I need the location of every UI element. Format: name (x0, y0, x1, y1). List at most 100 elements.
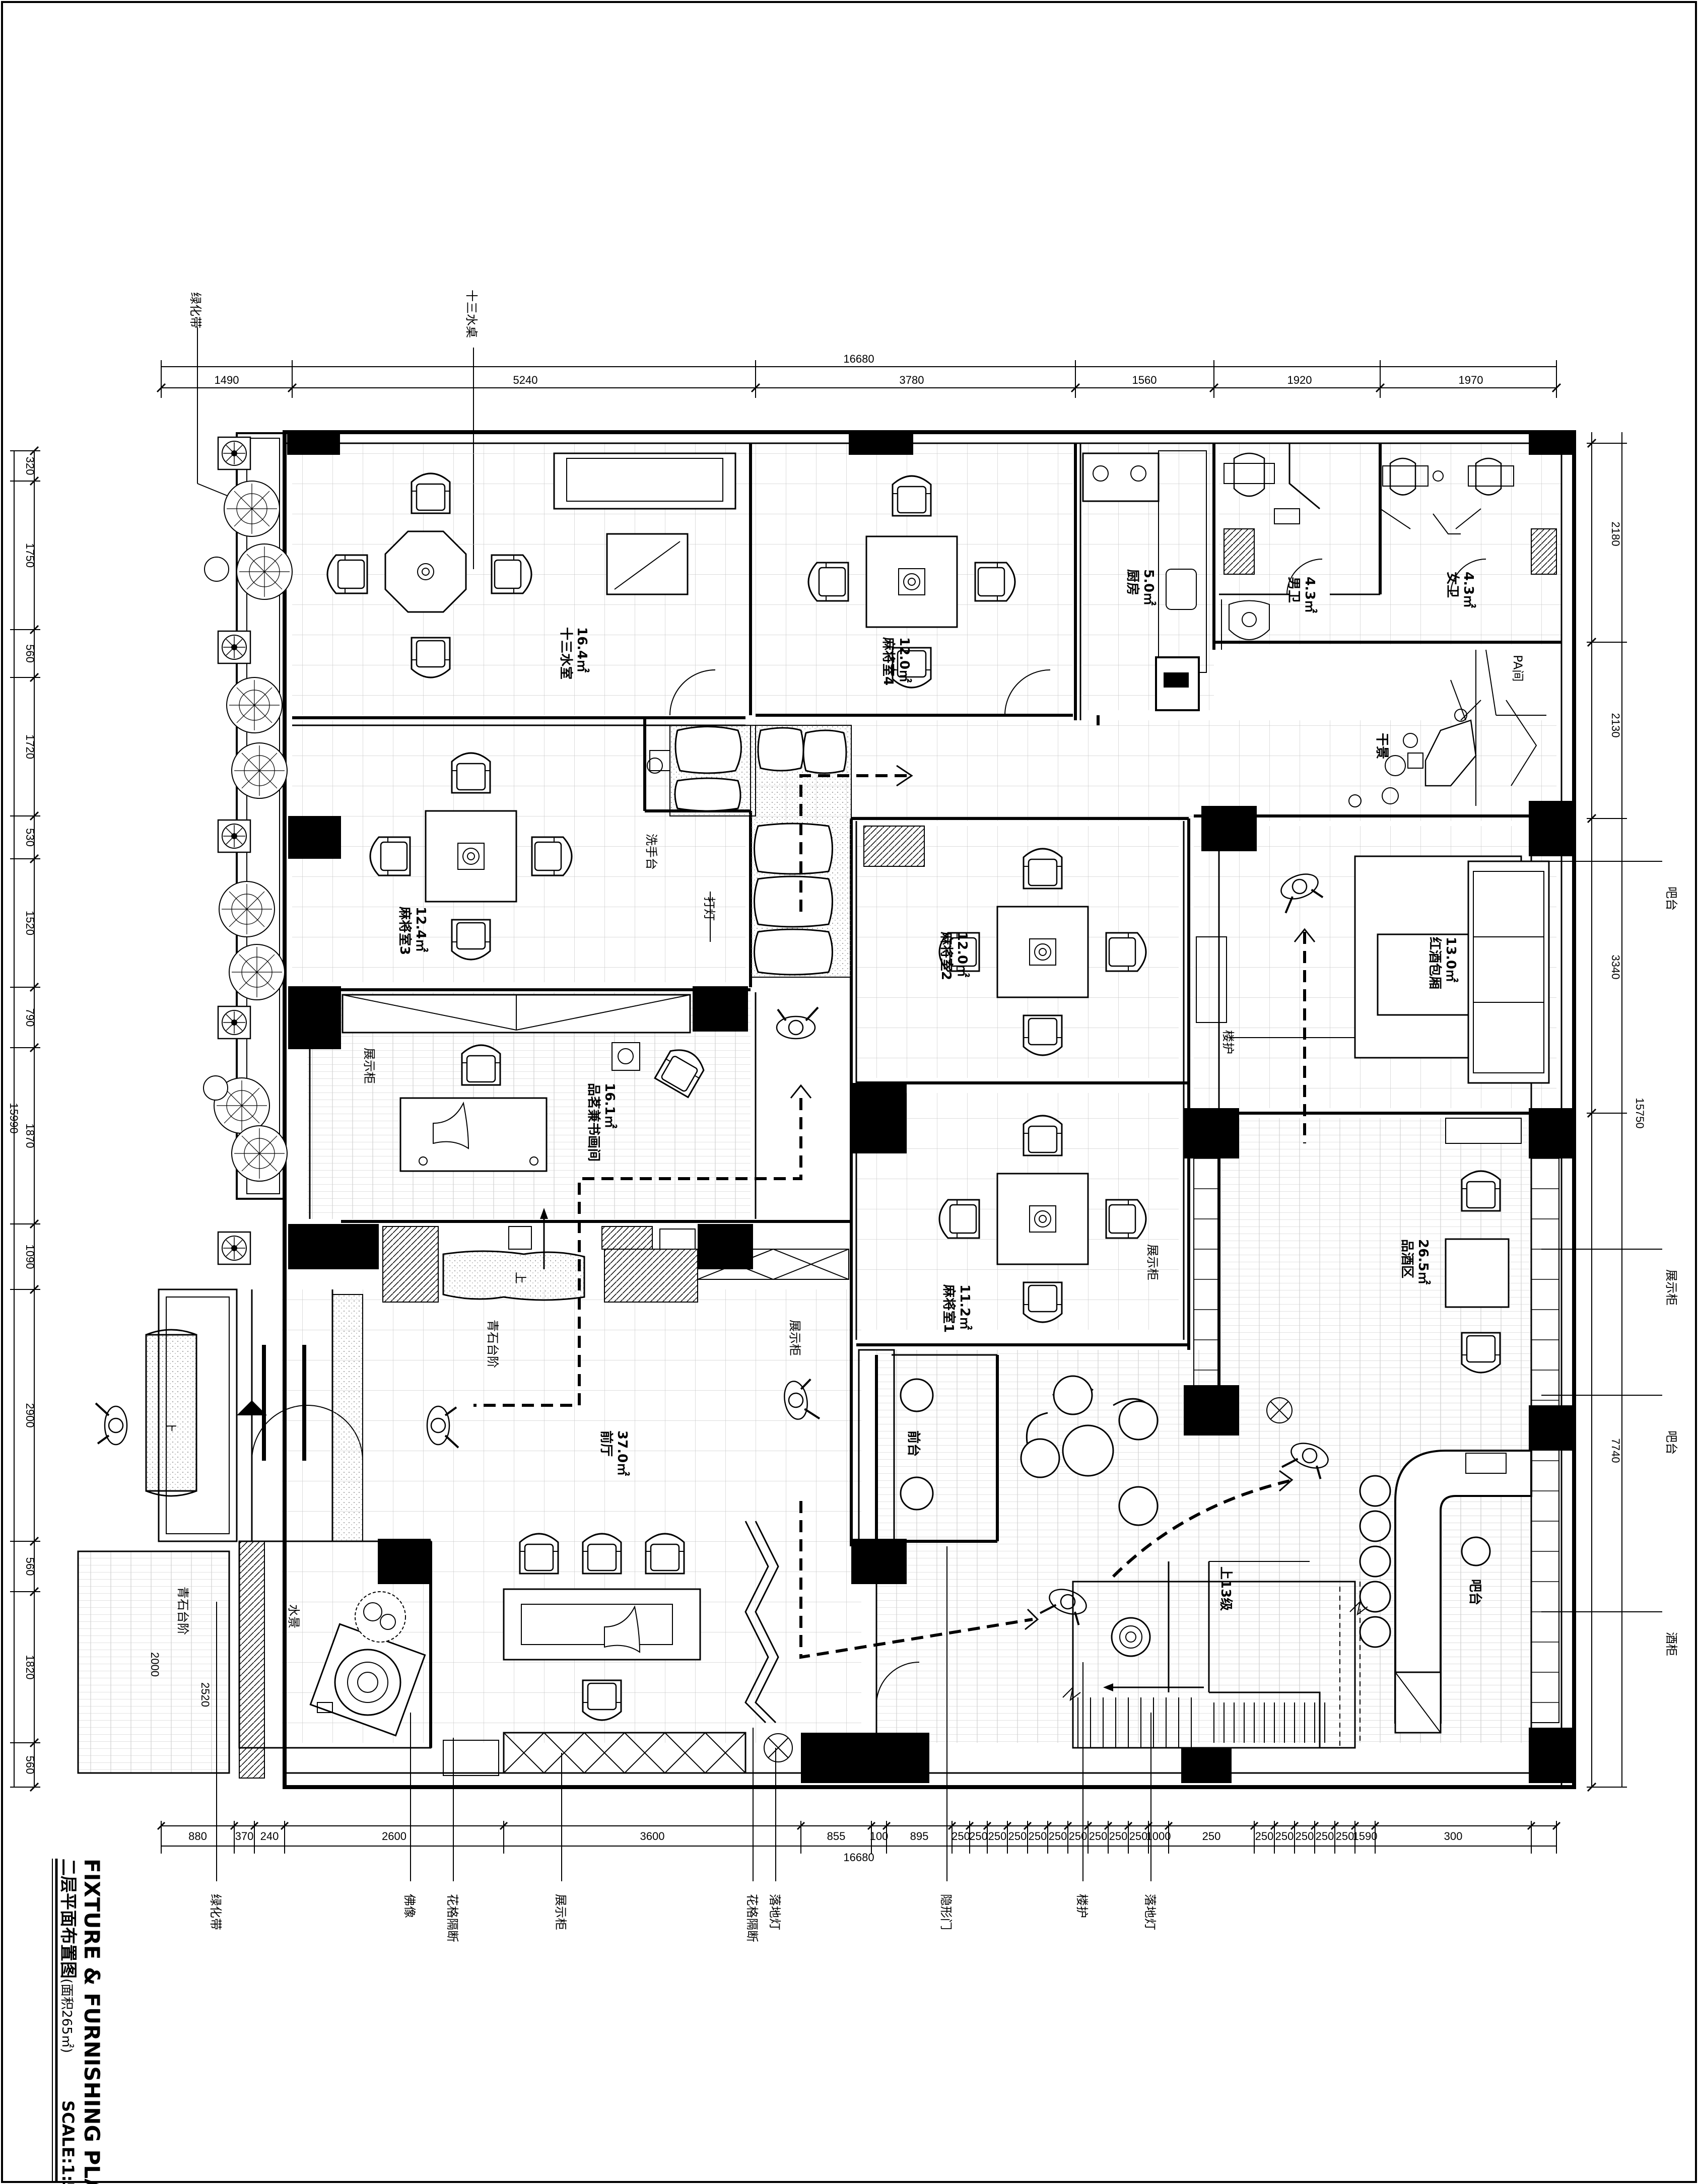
dim-left-3: 560 (24, 644, 36, 663)
dim-left-12: 1820 (24, 1655, 36, 1680)
dim-bottom-26: 1590 (1353, 1830, 1378, 1842)
dim-left-6: 1520 (24, 911, 36, 935)
leader-bottom-6: 花格隔断 (745, 1894, 759, 1942)
room-kitchen (1082, 450, 1207, 711)
label-stairs: 上13级 (1218, 1566, 1234, 1611)
dim-bottom-25: 250 (1336, 1830, 1354, 1842)
dim-left-8: 1870 (24, 1124, 36, 1148)
dim-bottom-5: 3600 (640, 1830, 665, 1842)
dim-top-6: 1970 (1459, 374, 1483, 386)
dim-left-11: 560 (24, 1557, 36, 1576)
dim-top-3: 3780 (900, 374, 924, 386)
room-label-mj3: 麻将室312.4㎡ (397, 906, 429, 955)
dim-bottom-1: 880 (188, 1830, 207, 1842)
dim-left-1: 320 (24, 457, 36, 475)
bottom-leaders: 绿化带佛像花格隔断展示柜落地灯花格隔断隐形门楼护落地灯 (209, 1546, 1157, 1942)
dim-inner-2: 2000 (149, 1652, 161, 1677)
dim-bottom-27: 300 (1444, 1830, 1463, 1842)
left-dimensions: 3201750560172053015207901870109029005601… (8, 446, 40, 1792)
label-step: 上 (513, 1272, 527, 1284)
leader-bar-2: 吧台 (1664, 1430, 1678, 1455)
leader-greenbelt-top: 绿化带 (188, 292, 202, 328)
display-cabinets-top (382, 1208, 849, 1303)
dim-bottom-11: 250 (988, 1830, 1007, 1842)
label-green-step: 青石台阶 (176, 1587, 190, 1635)
stairs (1062, 1561, 1368, 1749)
room-label-tea: 品茗兼书画间16.1㎡ (586, 1083, 618, 1162)
dim-bottom-6: 855 (827, 1830, 846, 1842)
leader-bottom-1: 绿化带 (209, 1894, 223, 1930)
room-tea-calligraphy (342, 994, 709, 1172)
dim-bottom-16: 250 (1089, 1830, 1108, 1842)
leader-bottom-3: 花格隔断 (445, 1894, 459, 1942)
dim-left-2: 1750 (24, 543, 36, 568)
leader-display-r: 展示柜 (1664, 1269, 1678, 1306)
dim-bottom-19: 1000 (1146, 1830, 1171, 1842)
label-step-2: 上 (163, 1420, 177, 1432)
dim-left-9: 1090 (24, 1245, 36, 1269)
title-scale: SCALE:1:50 (58, 2100, 78, 2184)
dim-left-13: 560 (24, 1756, 36, 1774)
front-entry (95, 1006, 821, 1542)
label-wash: 洗手台 (644, 834, 658, 870)
title-en: FIXTURE & FURNISHING PLAN (80, 1859, 104, 2184)
dim-bottom-24: 250 (1316, 1830, 1334, 1842)
dim-top-4: 1560 (1132, 374, 1157, 386)
leader-bottom-4: 展示柜 (554, 1894, 568, 1930)
label-green-desk: 青石台阶 (486, 1320, 500, 1368)
label-pa: PA间 (1511, 655, 1525, 681)
room-bar (1020, 1375, 1532, 1748)
room-label-hall: 前厅37.0㎡ (598, 1430, 630, 1476)
dim-top-2: 5240 (513, 374, 538, 386)
dim-left-7: 790 (24, 1008, 36, 1027)
room-tasting (1193, 1118, 1559, 1723)
title-cn: 二层平面布置图(面积265㎡) (58, 1859, 78, 2053)
leader-wine-cab: 酒柜 (1664, 1632, 1678, 1656)
dim-bottom-total: 16680 (843, 1851, 874, 1864)
dim-bottom-12: 250 (1008, 1830, 1027, 1842)
dim-bottom-22: 250 (1275, 1830, 1294, 1842)
room-mahjong-2 (863, 826, 1147, 1056)
dim-bottom-20: 250 (1202, 1830, 1221, 1842)
room-13-water (326, 452, 736, 678)
dim-bottom-15: 250 (1069, 1830, 1088, 1842)
label-display-3: 展示柜 (1145, 1244, 1160, 1280)
dim-left-4: 1720 (24, 734, 36, 759)
dim-right-2: 2130 (1609, 713, 1622, 738)
dim-bottom-7: 100 (870, 1830, 889, 1842)
dim-bottom-17: 250 (1109, 1830, 1128, 1842)
dim-top-5: 1920 (1287, 374, 1312, 386)
leader-bottom-9: 落地灯 (1143, 1894, 1157, 1930)
right-leaders: 吧台 展示柜 吧台 酒柜 (1541, 861, 1678, 1656)
room-restrooms (1219, 443, 1557, 650)
right-dimensions: 2180 2130 3340 7740 15750 (1587, 432, 1646, 1792)
dim-left-10: 2900 (24, 1403, 36, 1428)
misc-labels: 洗手台 打灯 干景 PA间 展示柜 展示柜 展示柜 青石台阶 上 上 青石台阶 … (149, 655, 1525, 1707)
display-cabinet-bottom (503, 1732, 793, 1774)
dim-inner-1: 2520 (199, 1682, 212, 1707)
lounge-set (503, 1521, 779, 1724)
room-label-kitchen: 厨房5.0㎡ (1125, 569, 1157, 605)
room-label-13: 十三水室16.4㎡ (558, 627, 590, 679)
label-bar-inner: 吧台 (1467, 1579, 1483, 1605)
dim-bottom-9: 250 (952, 1830, 970, 1842)
room-label-men: 男卫4.3㎡ (1286, 577, 1318, 613)
room-wine-box (1196, 855, 1550, 1084)
label-display-1: 展示柜 (362, 1048, 376, 1084)
water-feature (238, 1540, 499, 1779)
dim-right-3: 3340 (1609, 955, 1622, 980)
room-label-mj2: 麻将室212.0㎡ (938, 931, 970, 980)
reception-desk (858, 1349, 997, 1542)
room-labels: 十三水室16.4㎡ 麻将室412.0㎡ 厨房5.0㎡ 男卫4.3㎡ 女卫4.3㎡… (397, 569, 1476, 1476)
dim-bottom-13: 250 (1029, 1830, 1047, 1842)
dim-bottom-4: 2600 (382, 1830, 406, 1842)
room-label-tasting: 品酒区26.5㎡ (1399, 1239, 1431, 1284)
leader-bottom-8: 楼护 (1075, 1894, 1089, 1918)
leader-bottom-2: 佛像 (402, 1894, 417, 1918)
leader-bottom-5: 落地灯 (768, 1894, 782, 1930)
dim-bottom-14: 250 (1049, 1830, 1067, 1842)
label-guard: 楼护 (1221, 1030, 1235, 1054)
